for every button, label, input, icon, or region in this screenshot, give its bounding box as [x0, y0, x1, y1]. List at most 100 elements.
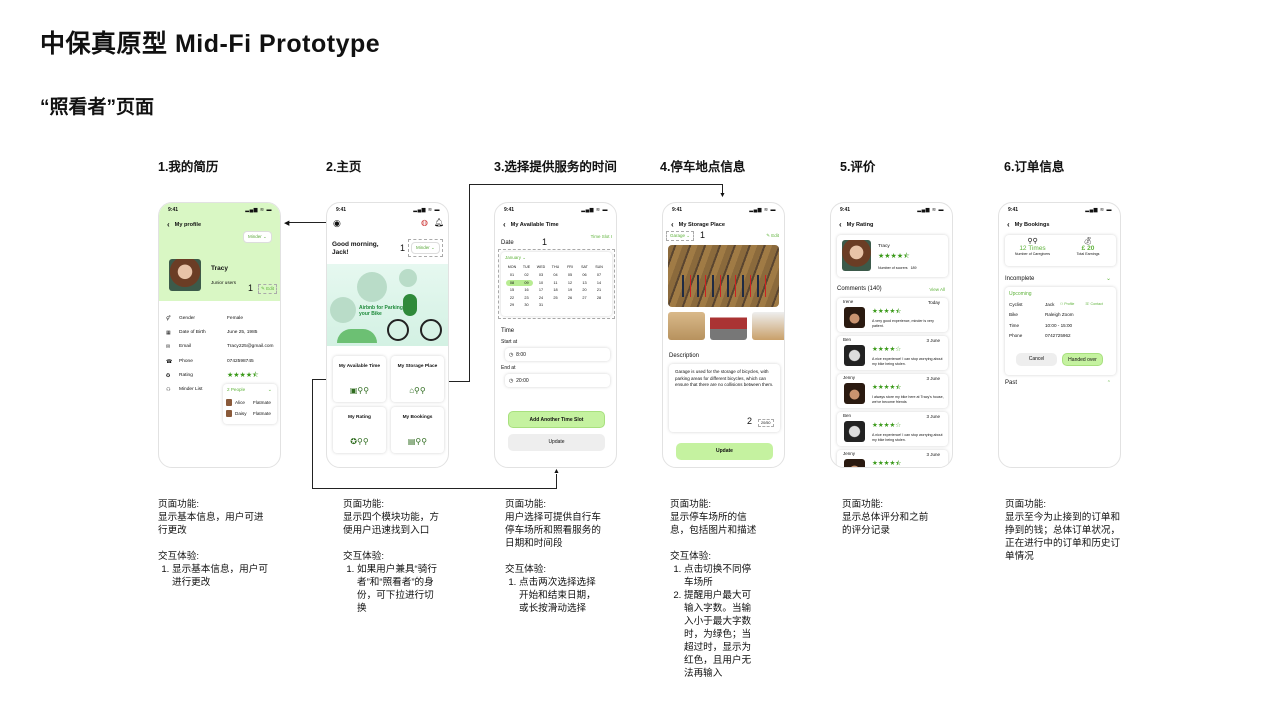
date-label: Date	[501, 240, 514, 246]
add-time-slot-button[interactable]: Add Another Time Slot	[508, 411, 605, 428]
calendar-day[interactable]: 28	[596, 295, 602, 300]
past-section[interactable]: Past	[1005, 380, 1018, 386]
module-card[interactable]: My Storage Place⌂⚲⚲	[391, 356, 444, 402]
calendar-day[interactable]: 22	[509, 295, 515, 300]
calendar-day[interactable]: 12	[567, 280, 573, 285]
calendar-day[interactable]: 08	[509, 280, 515, 285]
row-value: June 25, 1985	[227, 330, 258, 336]
money-bag-icon: 💰︎	[1083, 238, 1093, 245]
calendar-day[interactable]: 06	[582, 273, 587, 277]
calendar-day[interactable]: 27	[582, 295, 587, 300]
comment-stars: ★★★★⯪	[872, 460, 902, 467]
weekday-label: THU	[551, 265, 560, 269]
calendar-day[interactable]: 24	[538, 295, 544, 300]
back-icon[interactable]: ‹	[1007, 220, 1010, 229]
calendar-day[interactable]: 03	[538, 273, 544, 277]
annotation: 2	[747, 416, 753, 426]
storage-photo[interactable]	[668, 245, 779, 307]
back-icon[interactable]: ‹	[503, 220, 506, 229]
calendar-day[interactable]: 11	[553, 280, 558, 285]
calendar-day[interactable]: 21	[596, 288, 602, 292]
note-text: 显示停车场所的信息，包括图片和描述	[670, 512, 757, 536]
calendar-day[interactable]: 02	[524, 273, 529, 277]
module-card[interactable]: My Rating✪⚲⚲	[333, 407, 386, 453]
calendar-day[interactable]: 29	[509, 303, 515, 307]
calendar-day[interactable]: 17	[538, 288, 544, 292]
contact-link[interactable]: ☏ Contact	[1085, 302, 1103, 306]
profile-link[interactable]: ⚇ Profile	[1060, 302, 1075, 306]
thumbnail[interactable]	[710, 312, 747, 340]
calendar-day[interactable]: 31	[538, 303, 544, 307]
comment-author: Jenny	[843, 375, 856, 380]
task-icon[interactable]: ◍	[421, 218, 428, 227]
thumbnail[interactable]	[668, 312, 705, 340]
calendar-day[interactable]: 18	[553, 288, 558, 292]
calendar-day[interactable]: 14	[596, 280, 602, 285]
note-label: 交互体验:	[158, 551, 200, 562]
edit-button[interactable]: ✎ Edit	[766, 233, 779, 238]
row-label: Date of Birth	[179, 330, 206, 336]
calendar-day[interactable]: 25	[553, 295, 558, 300]
avatar	[226, 410, 232, 417]
calendar-day[interactable]: 20	[582, 288, 587, 292]
bell-icon[interactable]: 🔔︎	[434, 218, 445, 227]
note-text: 显示基本信息，用户可进行更改	[158, 512, 264, 536]
role-dropdown[interactable]: Minder ⌄	[411, 242, 440, 254]
calendar-day[interactable]: 10	[538, 280, 544, 285]
avatar	[844, 421, 865, 442]
end-time-input[interactable]: ◷ 20:00	[505, 374, 610, 387]
calendar-day[interactable]: 15	[509, 288, 515, 292]
chevron-down-icon[interactable]: ⌄	[267, 387, 272, 393]
status-icons: ▂▄▆ ≋ ▬	[245, 207, 272, 213]
time-slot-tab[interactable]: Time Slot I	[590, 234, 612, 239]
module-card-label: My Storage Place	[397, 364, 438, 369]
module-card[interactable]: My Available Time▣⚲⚲	[333, 356, 386, 402]
spacer	[343, 537, 443, 550]
incomplete-section[interactable]: Incomplete	[1005, 276, 1035, 282]
edit-button[interactable]: ✎ Edit	[258, 284, 278, 294]
calendar-day[interactable]: 30	[524, 303, 529, 307]
calendar-day[interactable]: 13	[582, 280, 587, 285]
calendar-day[interactable]: 04	[553, 273, 558, 277]
comment-date: 3 June	[926, 376, 940, 381]
description-input[interactable]: Garage is used for the storage of bicycl…	[669, 364, 780, 432]
calendar-day[interactable]: 19	[567, 288, 573, 292]
rating-stars: ★★★★⯪	[878, 253, 910, 260]
profile-icon[interactable]: ◉	[333, 218, 341, 228]
update-button[interactable]: Update	[508, 434, 605, 451]
back-icon[interactable]: ‹	[167, 220, 170, 229]
earnings-label: Total Earnings	[1076, 252, 1100, 256]
calendar-day[interactable]: 07	[596, 273, 602, 277]
calendar-day[interactable]: 05	[567, 273, 573, 277]
role-dropdown[interactable]: Minder ⌄	[243, 231, 272, 243]
calendar-day[interactable]: 09	[524, 280, 529, 285]
calendar-day[interactable]: 01	[509, 273, 515, 277]
banner: Airbnb for Parking your Bike	[327, 264, 448, 346]
connector	[722, 184, 723, 195]
back-icon[interactable]: ‹	[671, 220, 674, 229]
cancel-button[interactable]: Cancel	[1016, 353, 1057, 366]
avatar	[844, 459, 865, 467]
month-dropdown[interactable]: January ⌄	[505, 255, 527, 260]
view-all-link[interactable]: View All	[929, 287, 945, 292]
calendar-day[interactable]: 16	[524, 288, 529, 292]
section-title: 6.订单信息	[1004, 160, 1065, 174]
chevron-up-icon[interactable]: ⌃	[1106, 380, 1111, 386]
handed-over-button[interactable]: Handed over	[1062, 353, 1103, 366]
update-button[interactable]: Update	[676, 443, 773, 460]
module-card[interactable]: My Bookings▤⚲⚲	[391, 407, 444, 453]
note-block: 页面功能:显示至今为止接到的订单和挣到的钱；总体订单状况，正在进行中的订单和历史…	[1005, 498, 1125, 563]
calendar-day[interactable]: 26	[567, 295, 573, 300]
place-dropdown[interactable]: Garage ⌄	[666, 231, 695, 241]
annotation: 1	[700, 230, 706, 240]
comment-author: Jenny	[843, 451, 856, 456]
back-icon[interactable]: ‹	[839, 220, 842, 229]
thumbnail[interactable]	[752, 312, 784, 340]
calendar-day[interactable]: 23	[524, 295, 529, 300]
chevron-down-icon[interactable]: ⌄	[1105, 276, 1111, 282]
start-time-input[interactable]: ◷ 8:00	[505, 348, 610, 361]
